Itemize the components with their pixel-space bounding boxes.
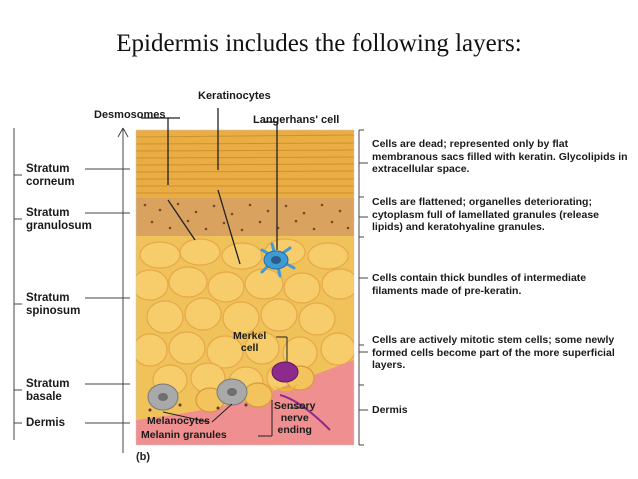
melanocyte-cells (147, 378, 248, 412)
sensory-line3: ending (277, 424, 312, 436)
stratum-corneum-line2: corneum (26, 176, 75, 188)
inner-leader-lines (162, 336, 305, 437)
desmosomes-label: Desmosomes (94, 109, 166, 121)
keratinocytes-label: Keratinocytes (198, 90, 271, 102)
stratum-spinosum-line2: spinosum (26, 305, 81, 317)
spinosum-description: Cells contain thick bundles of intermedi… (372, 272, 587, 297)
merkel-cell (271, 361, 331, 431)
langerhans-cell (260, 242, 296, 278)
dermis-left-label: Dermis (26, 417, 65, 430)
langerhans-label: Langerhans' cell (253, 114, 340, 126)
stratum-granulosum-layer (136, 198, 354, 238)
stratum-basale-line2: basale (26, 391, 62, 403)
sensory-line2: nerve (280, 412, 309, 424)
panel-label: (b) (136, 451, 151, 463)
tissue-illustration (136, 130, 354, 445)
merkel-line2: cell (240, 342, 259, 354)
stratum-corneum-line1: Stratum (26, 163, 70, 175)
stratum-spinosum-label: Stratum spinosum (26, 292, 80, 318)
left-axis (13, 127, 129, 453)
stratum-basale-label: Stratum basale (26, 378, 69, 404)
sensory-line1: Sensory (274, 400, 316, 412)
stratum-basale-line1: Stratum (26, 378, 70, 390)
merkel-cell-label: Merkel cell (233, 330, 266, 354)
melanin-granules-label: Melanin granules (141, 429, 227, 441)
sensory-nerve-label: Sensory nerve ending (274, 400, 315, 436)
basale-cells (195, 365, 315, 413)
granulosum-description: Cells are flattened; organelles deterior… (372, 196, 599, 233)
corneum-stripes (136, 134, 354, 194)
page-title: Epidermis includes the following layers: (116, 30, 522, 57)
dermis-description: Dermis (372, 404, 408, 416)
stratum-granulosum-label: Stratum granulosum (26, 207, 92, 233)
granulosum-granules (143, 202, 350, 232)
stratum-corneum-label: Stratum corneum (26, 163, 75, 189)
basale-description: Cells are actively mitotic stem cells; s… (372, 334, 615, 371)
left-connectors (85, 168, 130, 424)
top-leader-lines (141, 108, 278, 265)
dermis-left-line1: Dermis (26, 417, 65, 429)
tissue-border (135, 129, 355, 446)
stratum-spinosum-line1: Stratum (26, 292, 70, 304)
stratum-granulosum-line1: Stratum (26, 207, 70, 219)
merkel-line1: Merkel (233, 330, 267, 342)
corneum-description: Cells are dead; represented only by flat… (372, 138, 628, 175)
melanocytes-label: Melanocytes (147, 415, 211, 427)
right-bracket (358, 129, 368, 446)
stratum-granulosum-line2: granulosum (26, 220, 92, 232)
